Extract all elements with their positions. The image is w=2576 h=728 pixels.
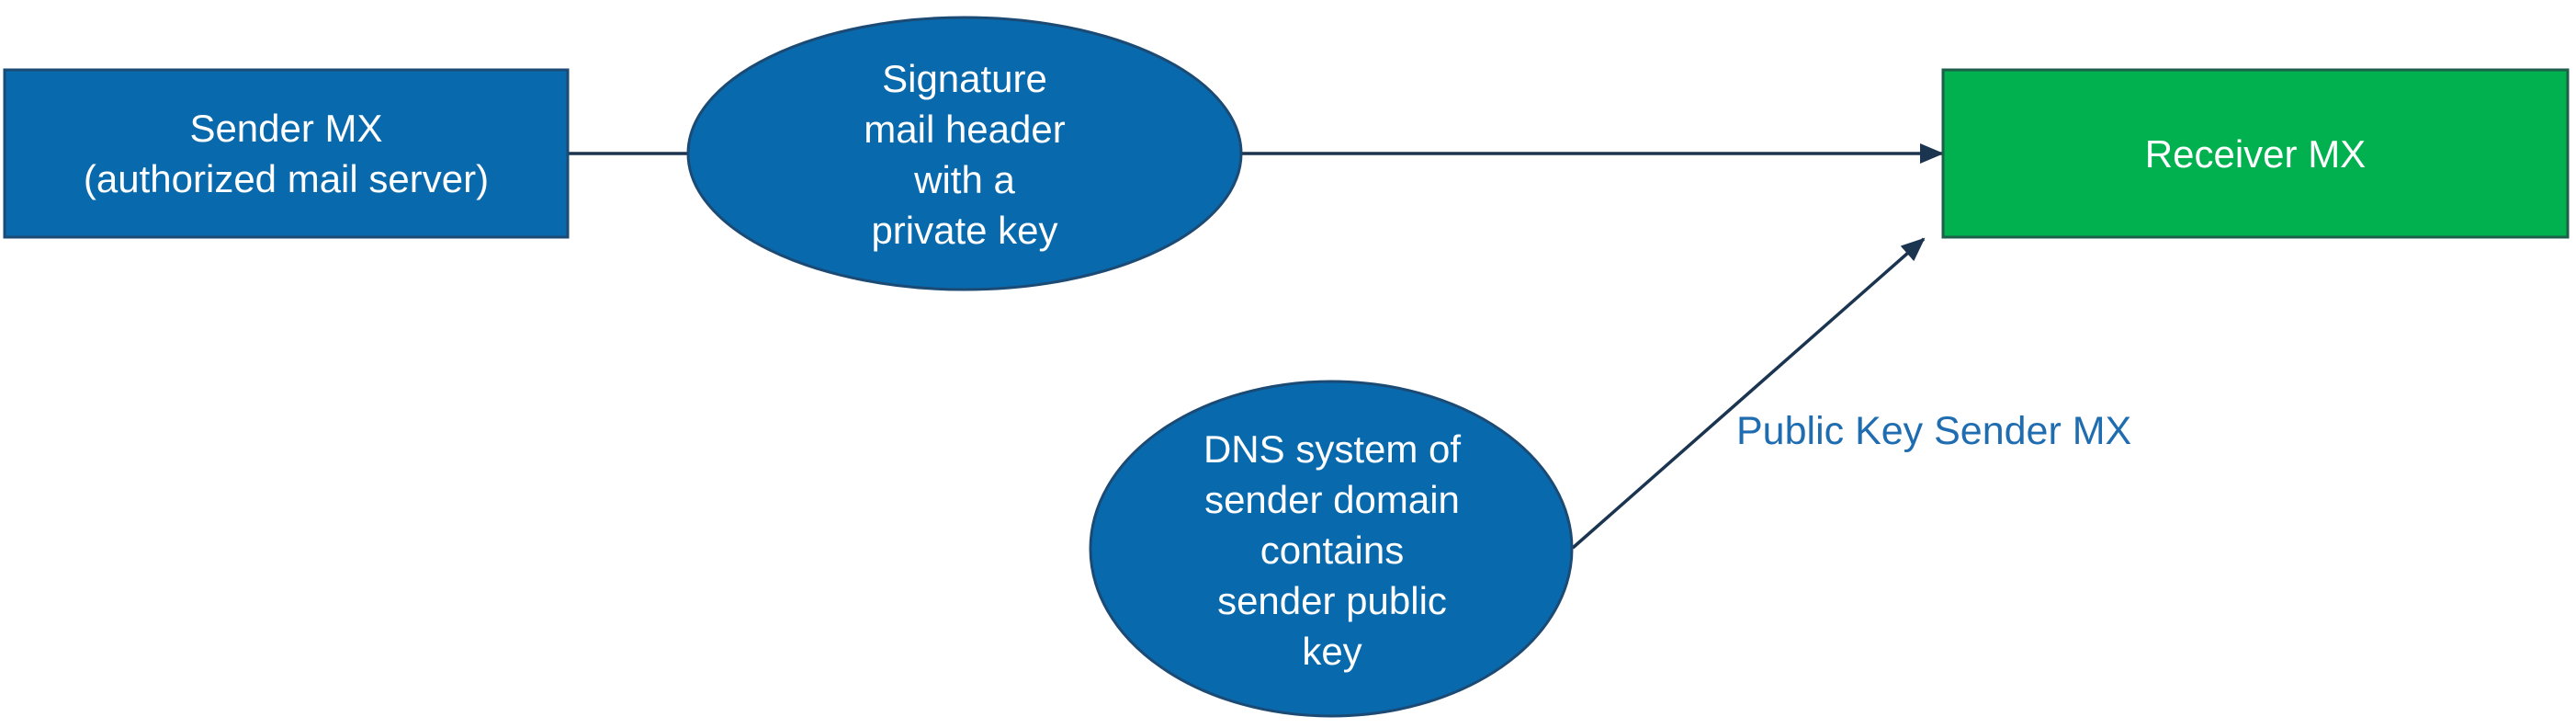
receiver-mx-box: [1941, 68, 2570, 239]
public-key-edge-label: Public Key Sender MX: [1736, 409, 2132, 453]
dns-system-ellipse: [1089, 380, 1574, 718]
sender-mx-box: [3, 68, 570, 239]
signature-ellipse: [686, 16, 1243, 291]
arrow-dns-to-receiver: [1571, 237, 1926, 550]
